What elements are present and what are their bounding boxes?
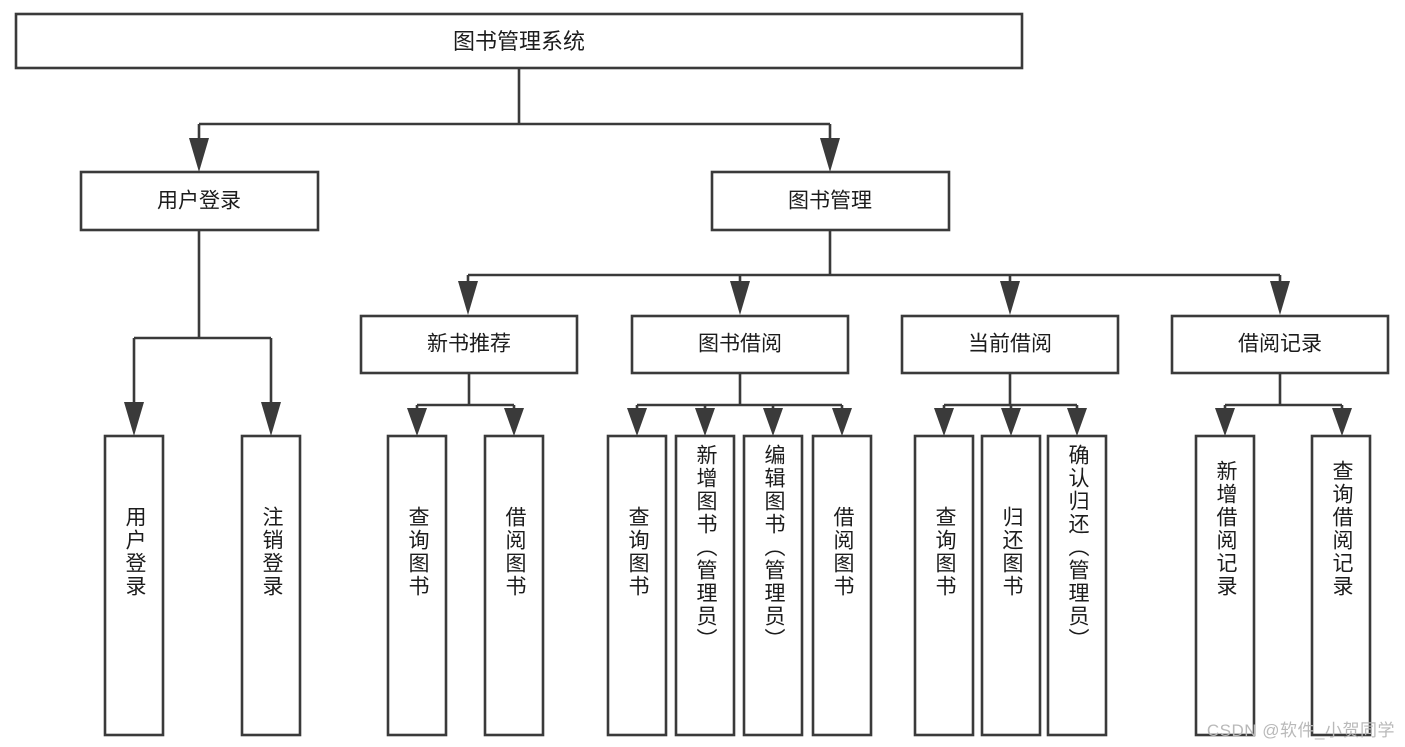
node-current-borrow-label: 当前借阅 — [968, 333, 1052, 356]
node-current-borrow-box[interactable] — [900, 314, 1120, 375]
arrow-head-icon — [1332, 408, 1352, 436]
leaf-box-query-book-3[interactable] — [913, 434, 975, 737]
node-root-box[interactable] — [14, 12, 1024, 70]
leaf-box-query-book-1[interactable] — [386, 434, 448, 737]
connector-book-borrow-to-leaves — [627, 373, 852, 436]
node-new-book-recommend-label: 新书推荐 — [427, 333, 511, 356]
leaf-box-return-book[interactable] — [980, 434, 1042, 737]
leaf-box-edit-book-admin[interactable] — [742, 434, 804, 737]
arrow-head-icon — [627, 408, 647, 436]
arrow-head-icon — [934, 408, 954, 436]
connector-root-to-level1 — [189, 68, 840, 172]
arrow-head-icon — [763, 408, 783, 436]
node-borrow-records-label: 借阅记录 — [1238, 333, 1322, 356]
node-user-login[interactable]: 用户登录 — [79, 170, 320, 232]
connector-new-book-recommend-to-leaves — [407, 373, 524, 436]
arrow-head-icon — [1215, 408, 1235, 436]
leaf-box-query-borrow-record[interactable] — [1310, 434, 1372, 737]
leaf-box-add-book-admin[interactable] — [674, 434, 736, 737]
node-user-login-label: 用户登录 — [157, 190, 241, 213]
csdn-watermark: CSDN @软件_小贺同学 — [1206, 721, 1395, 740]
arrow-head-icon — [820, 138, 840, 172]
leaf-box-query-book-2[interactable] — [606, 434, 668, 737]
arrow-head-icon — [504, 408, 524, 436]
arrow-head-icon — [1000, 281, 1020, 315]
node-borrow-records[interactable]: 借阅记录 — [1170, 314, 1390, 375]
node-current-borrow[interactable]: 当前借阅 — [900, 314, 1120, 375]
leaf-box-logout[interactable] — [240, 434, 302, 737]
arrow-head-icon — [458, 281, 478, 315]
leaf-box-add-borrow-record[interactable] — [1194, 434, 1256, 737]
arrow-head-icon — [124, 402, 144, 436]
arrow-head-icon — [1001, 408, 1021, 436]
node-root[interactable]: 图书管理系统 — [14, 12, 1024, 70]
arrow-head-icon — [189, 138, 209, 172]
node-book-borrow[interactable]: 图书借阅 — [630, 314, 850, 375]
arrow-head-icon — [261, 402, 281, 436]
connector-current-borrow-to-leaves — [934, 373, 1087, 436]
connector-borrow-records-to-leaves — [1215, 373, 1352, 436]
leaf-box-user-login[interactable] — [103, 434, 165, 737]
leaf-box-borrow-book-2[interactable] — [811, 434, 873, 737]
arrow-head-icon — [1270, 281, 1290, 315]
arrow-head-icon — [1067, 408, 1087, 436]
node-new-book-recommend[interactable]: 新书推荐 — [359, 314, 579, 375]
arrow-head-icon — [730, 281, 750, 315]
leaf-box-confirm-return-admin[interactable] — [1046, 434, 1108, 737]
node-book-management-label: 图书管理 — [788, 190, 872, 213]
connector-user-login-to-leaves — [124, 230, 281, 436]
arrow-head-icon — [695, 408, 715, 436]
node-root-label: 图书管理系统 — [453, 29, 585, 54]
node-new-book-recommend-box[interactable] — [359, 314, 579, 375]
connector-book-management-to-level2 — [458, 230, 1290, 315]
node-user-login-box[interactable] — [79, 170, 320, 232]
arrow-head-icon — [407, 408, 427, 436]
node-book-borrow-label: 图书借阅 — [698, 333, 782, 356]
arrow-head-icon — [832, 408, 852, 436]
leaf-box-borrow-book-1[interactable] — [483, 434, 545, 737]
node-book-management[interactable]: 图书管理 — [710, 170, 951, 232]
